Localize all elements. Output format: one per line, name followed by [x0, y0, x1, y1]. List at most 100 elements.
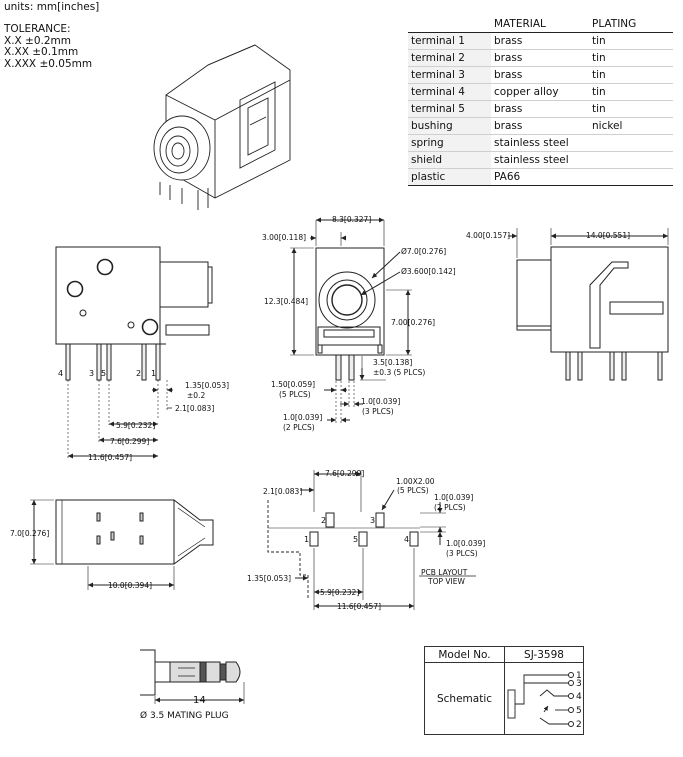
part-cell: terminal 5: [408, 100, 491, 118]
dim-label: (5 PLCS): [279, 390, 311, 399]
plating-cell: tin: [589, 32, 673, 50]
plating-cell: tin: [589, 100, 673, 118]
dim-label: (3 PLCS): [362, 407, 394, 416]
plating-cell: tin: [589, 66, 673, 84]
pin-label: 5: [101, 369, 106, 378]
dim-label: 2.1[0.083]: [263, 487, 302, 496]
dim-label: 4.00[0.157]: [466, 231, 510, 240]
model-table: Model No. SJ-3598 Schematic: [424, 646, 584, 735]
dim-label: 1.0[0.039]: [446, 539, 485, 548]
dim-label: (2 PLCS): [434, 503, 466, 512]
plating-cell: [589, 151, 673, 169]
dim-label: 7.6[0.299]: [325, 469, 364, 478]
dim-label: 8.3[0.327]: [332, 215, 371, 224]
dim-label: 3.5[0.138]: [373, 358, 412, 367]
dim-label: 1.00X2.00: [396, 477, 435, 486]
dim-label: Ø7.0[0.276]: [401, 247, 446, 256]
tolerance-line: X.X ±0.2mm: [4, 34, 72, 47]
dim-label: 5.9[0.232]: [320, 588, 359, 597]
part-cell: plastic: [408, 168, 491, 186]
part-cell: shield: [408, 151, 491, 169]
mating-plug: [140, 649, 245, 704]
dim-label: 1.50[0.059]: [271, 380, 315, 389]
dim-label: 3.00[0.118]: [262, 233, 306, 242]
isometric-view: [153, 44, 291, 210]
material-cell: brass: [491, 66, 589, 84]
dim-label: 1.35[0.053]: [185, 381, 229, 390]
model-label: Model No.: [424, 646, 505, 663]
plug-caption: Ø 3.5 MATING PLUG: [140, 710, 229, 721]
materials-header-row: MATERIAL PLATING: [408, 16, 673, 33]
dim-label: 12.3[0.484]: [264, 297, 308, 306]
dim-label: Ø3.600[0.142]: [401, 267, 456, 276]
bottom-view: [30, 499, 214, 590]
pcb-layout-subtitle: TOP VIEW: [427, 577, 465, 586]
header-plating: PLATING: [589, 16, 673, 33]
plating-cell: tin: [589, 83, 673, 101]
pad-label: 1: [304, 535, 309, 544]
plug-length-label: 14: [193, 695, 206, 706]
dim-label: 7.0[0.276]: [10, 529, 49, 538]
dim-label: ±0.3 (5 PLCS): [373, 368, 425, 377]
schematic-row: Schematic: [424, 662, 584, 735]
tolerance-line: X.XX ±0.1mm: [4, 46, 79, 58]
dim-label: (3 PLCS): [446, 549, 478, 558]
dim-label: 11.6[0.457]: [337, 602, 381, 611]
tolerance-block: TOLERANCE: X.X ±0.2mm X.XX ±0.1mm X.XXX …: [4, 23, 92, 70]
side-view: [55, 246, 213, 460]
model-row: Model No. SJ-3598: [424, 646, 584, 663]
part-cell: spring: [408, 134, 491, 152]
dim-label: 1.0[0.039]: [283, 413, 322, 422]
material-cell: brass: [491, 100, 589, 118]
plating-cell: tin: [589, 49, 673, 67]
material-cell: copper alloy: [491, 83, 589, 101]
pcb-layout-title: PCB LAYOUT: [421, 568, 468, 577]
pcb-layout: [267, 470, 476, 610]
material-cell: stainless steel: [491, 151, 589, 169]
dim-label: (2 PLCS): [283, 423, 315, 432]
pin-label: 4: [58, 369, 63, 378]
dim-label: 2.1[0.083]: [175, 404, 214, 413]
dim-label: 10.0[0.394]: [108, 581, 152, 590]
schematic-label: Schematic: [424, 662, 505, 735]
part-cell: terminal 3: [408, 66, 491, 84]
material-cell: brass: [491, 117, 589, 135]
dim-label: 14.0[0.551]: [586, 231, 630, 240]
material-cell: brass: [491, 32, 589, 50]
plating-cell: nickel: [589, 117, 673, 135]
dim-label: 1.35[0.053]: [247, 574, 291, 583]
header-material: MATERIAL: [491, 16, 589, 33]
pad-label: 5: [353, 535, 358, 544]
pin-label: 3: [89, 369, 94, 378]
dim-label: 11.6[0.457]: [88, 453, 132, 462]
part-cell: terminal 4: [408, 83, 491, 101]
right-view: [508, 228, 669, 381]
dim-label: ±0.2: [187, 391, 205, 400]
pin-label: 2: [136, 369, 141, 378]
plating-cell: [589, 134, 673, 152]
pin-label: 1: [151, 369, 156, 378]
schematic-cell: [504, 662, 584, 735]
dim-label: 1.0[0.039]: [434, 493, 473, 502]
plating-cell: [589, 168, 673, 186]
pad-label: 3: [370, 516, 375, 525]
model-value: SJ-3598: [504, 646, 584, 663]
dim-label: 7.00[0.276]: [391, 318, 435, 327]
front-view: [290, 217, 412, 425]
dim-label: (5 PLCS): [397, 486, 429, 495]
material-cell: PA66: [491, 168, 589, 186]
dim-label: 1.0[0.039]: [361, 397, 400, 406]
tolerance-title: TOLERANCE:: [4, 23, 71, 35]
part-cell: terminal 1: [408, 32, 491, 50]
